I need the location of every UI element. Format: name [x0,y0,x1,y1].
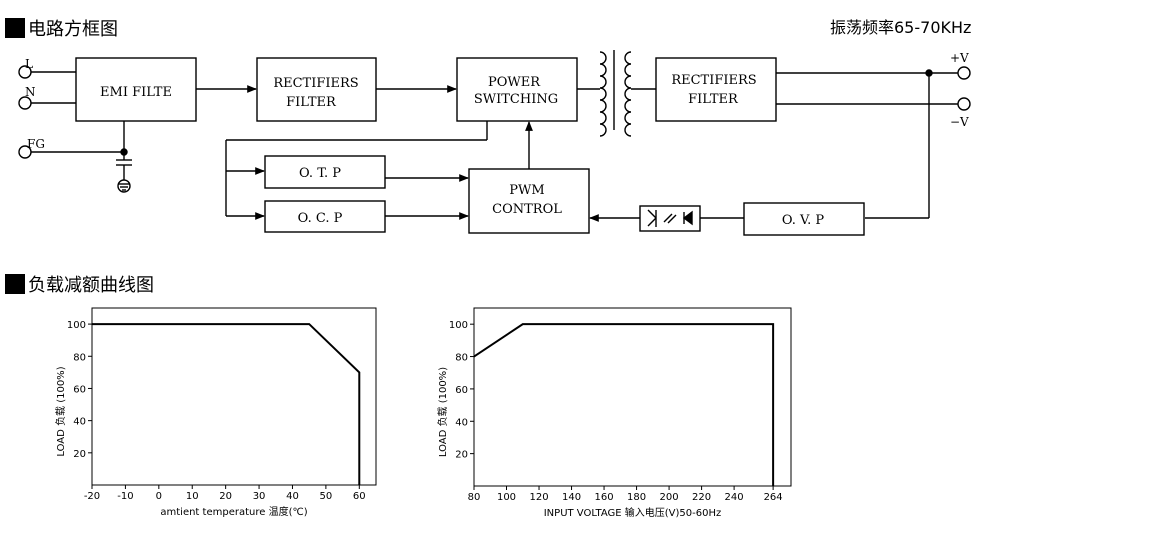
y-tick-label: 80 [73,352,86,363]
x-tick-label: 80 [468,492,481,503]
y-tick-label: 40 [455,417,468,428]
ovp-block [743,202,865,236]
ground-icon [117,179,131,193]
rectifier-filter-block-2 [655,57,777,122]
terminal-fg-label: FG [27,137,45,151]
x-tick-label: 120 [529,492,548,503]
pwm-line1: PWM [509,183,544,198]
temperature-derating-chart: -20 -10 0 10 20 30 40 50 60 20 40 60 80 100 amtient te… [54,307,377,518]
pwm-line2: CONTROL [492,202,562,217]
x-tick-label: 10 [186,491,199,502]
terminal-negative-icon [957,97,971,111]
rectifier-2-line2: FILTER [688,92,739,107]
x-tick-label: 240 [725,492,744,503]
x-tick-label: 50 [320,491,333,502]
x-tick-label: 0 [156,491,162,502]
y-tick-label: 20 [455,450,468,461]
y-tick-label: 20 [73,449,86,460]
derating-curve [92,323,361,485]
x-tick-label: 30 [253,491,266,502]
y-tick-label: 60 [455,385,468,396]
power-line1: POWER [488,75,541,90]
terminal-positive-icon [957,66,971,80]
y-axis-label: LOAD 负载 (100%) [436,367,449,457]
heading-text: 电路方框图 [28,19,118,40]
terminal-positive-label: +V [950,51,969,65]
y-tick-label: 100 [449,320,468,331]
y-axis-label: LOAD 负载 (100%) [54,366,67,456]
y-tick-label: 60 [73,384,86,395]
block-diagram: L N FG EMI FILTE RECTIFIERS FILTER POWER… [18,50,971,236]
x-tick-label: -20 [84,491,100,502]
power-line2: SWITCHING [474,92,558,107]
x-tick-label: 20 [219,491,232,502]
x-tick-label: 160 [595,492,614,503]
input-voltage-derating-chart: 80 100 120 140 160 180 200 220 240 264 20 40 60 80 100… [436,307,792,519]
x-tick-label: 180 [627,492,646,503]
derating-heading: 负载减额曲线图 [5,271,154,297]
heading-square-icon [5,274,25,294]
y-tick-label: 80 [455,353,468,364]
x-tick-label: 40 [286,491,299,502]
block-diagram-heading: 电路方框图 [5,15,118,41]
rectifier-1-line1: RECTIFIERS [273,76,358,91]
x-axis-label: INPUT VOLTAGE 输入电压(V)50-60Hz [544,506,722,519]
terminal-l-label: L [25,57,33,71]
rectifier-1-line2: FILTER [286,95,337,110]
rectifier-2-line1: RECTIFIERS [671,73,756,88]
heading-text: 负载减额曲线图 [28,275,154,296]
ocp-label: O. C. P [298,211,343,226]
ovp-label: O. V. P [782,213,825,228]
terminal-negative-label: −V [950,115,969,129]
x-tick-label: 264 [764,492,783,503]
x-tick-label: 220 [692,492,711,503]
x-tick-label: 100 [497,492,516,503]
otp-label: O. T. P [299,166,341,181]
plot-frame [91,307,377,486]
heading-square-icon [5,18,25,38]
plot-frame [473,307,792,487]
x-tick-label: 60 [353,491,366,502]
x-tick-label: 140 [562,492,581,503]
otp-block [264,155,386,189]
y-tick-label: 100 [67,320,86,331]
derating-curve [473,323,775,486]
y-tick-label: 40 [73,417,86,428]
transformer-icon [577,50,656,137]
frequency-label: 振荡频率65-70KHz [830,18,972,37]
x-tick-label: 200 [660,492,679,503]
emi-filter-label: EMI FILTE [100,85,172,100]
x-tick-label: -10 [117,491,133,502]
x-axis-label: amtient temperature 温度(℃) [160,505,307,518]
terminal-n-label: N [25,85,36,99]
